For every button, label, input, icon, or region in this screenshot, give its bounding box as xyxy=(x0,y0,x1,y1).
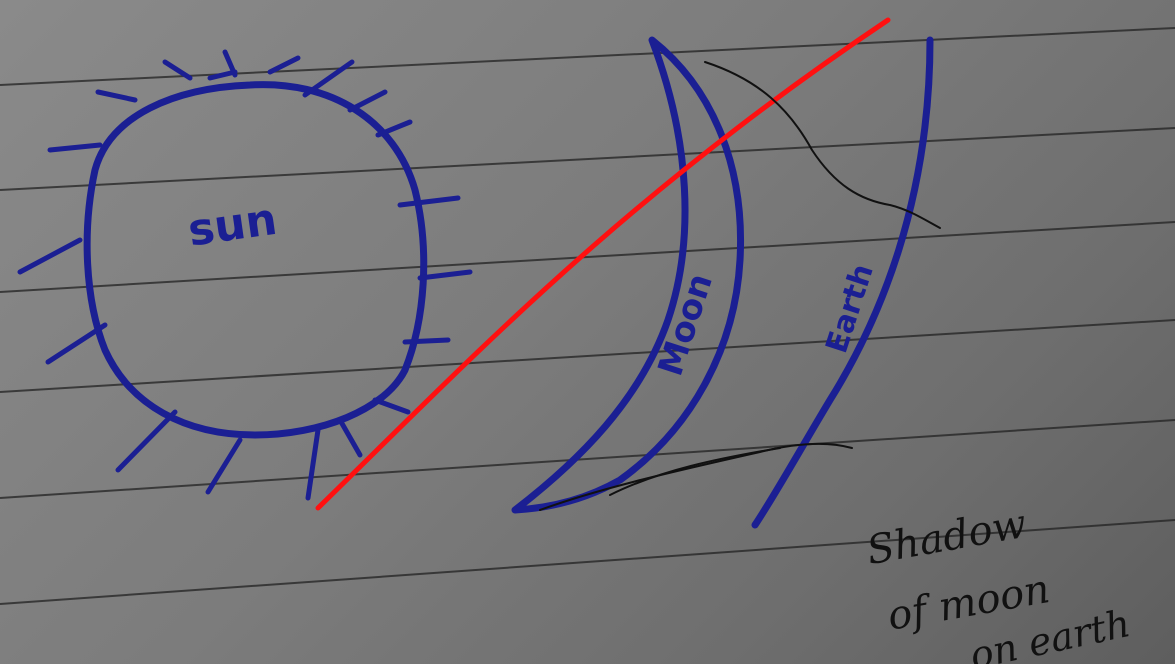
moon-drawing xyxy=(515,40,741,510)
sun-drawing xyxy=(20,52,470,498)
earth-label: Earth xyxy=(819,260,880,358)
red-sight-line xyxy=(318,20,888,508)
caption-line-1: Shadow xyxy=(863,501,1029,574)
sun-label: sun xyxy=(185,194,280,257)
moon-label: Moon xyxy=(651,269,721,381)
